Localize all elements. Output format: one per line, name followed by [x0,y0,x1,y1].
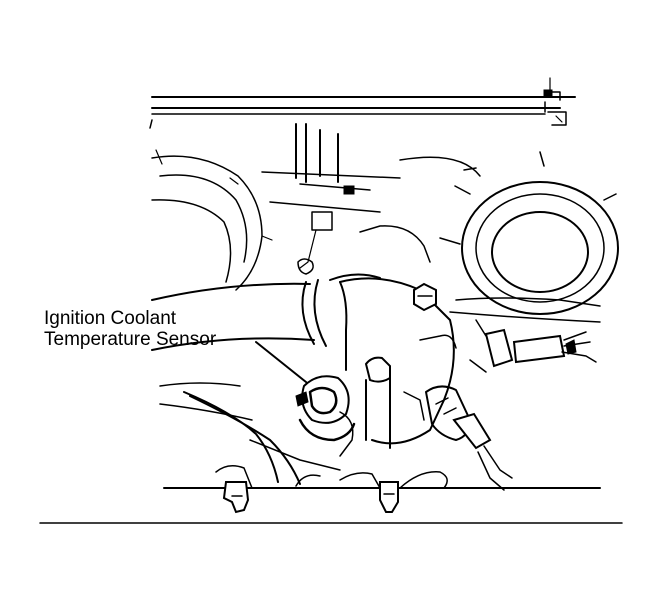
wiring-harness-left [159,382,341,485]
fuel-rail [149,77,576,129]
callout-label: Ignition Coolant Temperature Sensor [44,308,216,350]
lower-sensor-right [425,385,513,491]
callout-line-2: Temperature Sensor [44,329,217,350]
connector-right [449,297,601,373]
left-air-cleaner [151,149,273,291]
upper-radiator-hose [151,225,431,351]
thermostat-housing [339,277,457,449]
callout-leader [255,341,307,383]
callout-line-1: Ignition Coolant [44,308,177,329]
coolant-sensor [295,375,356,457]
throttle-stem [261,123,401,275]
right-air-cleaner [399,151,619,315]
intake-base [163,465,601,514]
